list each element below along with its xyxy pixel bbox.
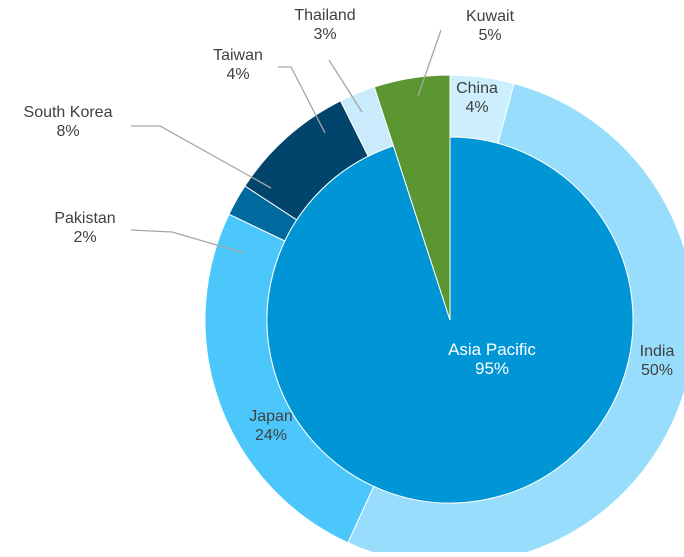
leader-lines-layer xyxy=(130,29,442,254)
label-china-name: China xyxy=(456,80,498,97)
label-india-name: India xyxy=(640,343,675,360)
label-taiwan: Taiwan 4% xyxy=(213,47,263,83)
label-kuwait: Kuwait 5% xyxy=(466,8,515,44)
label-thailand-name: Thailand xyxy=(294,7,355,24)
label-india: India 50% xyxy=(640,343,675,379)
label-asia-pacific-percent: 95% xyxy=(475,359,509,378)
label-kuwait-name: Kuwait xyxy=(466,8,515,25)
label-south-korea: South Korea 8% xyxy=(24,104,113,140)
label-south-korea-name: South Korea xyxy=(24,104,113,121)
label-taiwan-percent: 4% xyxy=(226,66,249,83)
label-pakistan-percent: 2% xyxy=(73,229,96,246)
label-south-korea-percent: 8% xyxy=(56,123,79,140)
label-japan: Japan 24% xyxy=(249,408,293,444)
label-india-percent: 50% xyxy=(641,362,673,379)
label-china: China 4% xyxy=(456,80,498,116)
label-taiwan-name: Taiwan xyxy=(213,47,263,64)
label-china-percent: 4% xyxy=(465,99,488,116)
leader-line-pakistan xyxy=(130,229,245,254)
leader-line-kuwait xyxy=(417,29,442,97)
labels-layer: China 4% India 50% Japan 24% Pakistan 2% South K… xyxy=(24,7,675,444)
slice-kuwait xyxy=(373,74,451,321)
leader-line-thailand xyxy=(328,59,363,113)
label-japan-name: Japan xyxy=(249,408,293,425)
leader-line-south-korea xyxy=(131,125,272,189)
label-asia-pacific-name: Asia Pacific xyxy=(448,340,536,359)
label-thailand: Thailand 3% xyxy=(294,7,355,43)
leader-line-taiwan xyxy=(278,66,326,134)
label-pakistan: Pakistan 2% xyxy=(54,210,115,246)
slices-layer xyxy=(204,74,684,557)
label-pakistan-name: Pakistan xyxy=(54,210,115,227)
label-kuwait-percent: 5% xyxy=(478,27,501,44)
label-japan-percent: 24% xyxy=(255,427,287,444)
label-thailand-percent: 3% xyxy=(313,26,336,43)
